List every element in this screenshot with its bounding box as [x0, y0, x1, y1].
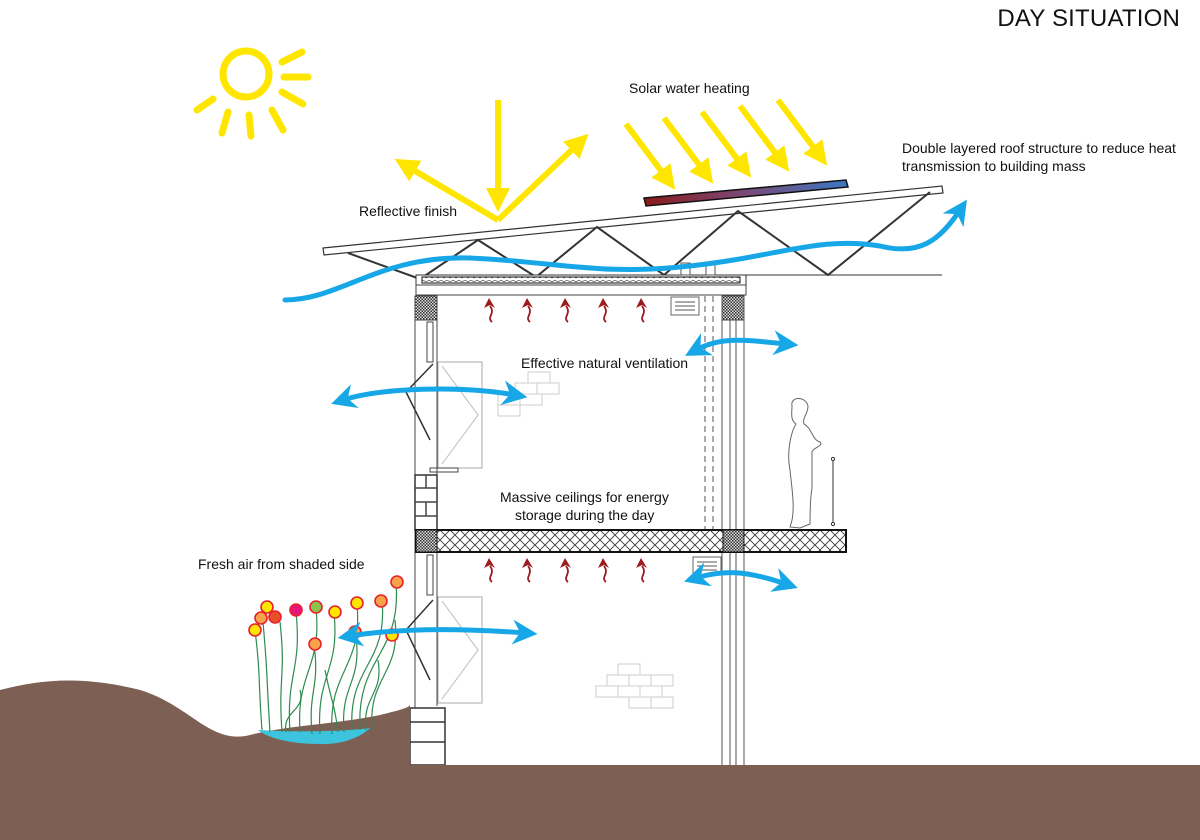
page-title: DAY SITUATION: [997, 5, 1180, 32]
flower-icon: [309, 600, 323, 614]
flower-icon: [254, 611, 268, 625]
flower-icon: [350, 596, 364, 610]
label-fresh-air: Fresh air from shaded side: [198, 556, 365, 572]
plant-stem: [359, 581, 398, 731]
reflection-rays: [394, 100, 589, 223]
label-double-roof-line1: Double layered roof structure to reduce …: [902, 140, 1176, 156]
heat-rising-arrow-icon: [522, 558, 533, 583]
solar-water-heater-panel: [643, 179, 849, 207]
sun-icon: [193, 47, 312, 140]
ground: [0, 680, 1200, 840]
flower-icon: [390, 575, 404, 589]
plant-stem: [254, 629, 263, 731]
flower-icon: [248, 623, 262, 637]
plant-stem: [279, 621, 283, 733]
label-massive-ceilings-line1: Massive ceilings for energy: [500, 489, 669, 505]
flower-icon: [328, 605, 342, 619]
solar-rays: [623, 98, 828, 190]
person-silhouette-icon: [788, 398, 836, 529]
heat-rising-arrow-icon: [598, 558, 609, 583]
air-flow-arrows: [282, 199, 967, 647]
plant-stem: [318, 611, 336, 735]
plant-stem: [288, 611, 298, 733]
heat-rising-arrow-icon: [522, 298, 533, 323]
water-pond: [258, 728, 370, 745]
heat-rising-arrow-icon: [484, 558, 495, 583]
flower-icon: [268, 610, 282, 624]
label-double-roof-line2: transmission to building mass: [902, 158, 1086, 174]
plant-stem: [324, 669, 339, 733]
flower-icon: [260, 600, 274, 614]
label-solar-water-heating: Solar water heating: [629, 80, 750, 96]
plant-stem: [342, 635, 358, 733]
plant-stem: [285, 689, 302, 733]
massive-ceiling-slab: [415, 529, 847, 553]
plant-stem: [364, 659, 380, 731]
label-natural-ventilation: Effective natural ventilation: [521, 355, 689, 371]
heat-rising-arrow-icon: [560, 298, 571, 323]
label-massive-ceilings-line2: storage during the day: [515, 507, 655, 523]
label-reflective-finish: Reflective finish: [359, 203, 458, 219]
heat-rising-arrow-icon: [484, 298, 495, 323]
plant-stem: [261, 611, 271, 733]
heat-rising-arrow-icon: [636, 558, 647, 583]
flower-icon: [374, 594, 388, 608]
flower-icon: [308, 637, 322, 651]
heat-rising-arrow-icon: [598, 298, 609, 323]
heat-rising-arrow-icon: [560, 558, 571, 583]
plant-stem: [310, 643, 317, 735]
heat-arrows: [484, 298, 647, 583]
heat-rising-arrow-icon: [636, 298, 647, 323]
flowering-plants: [248, 575, 404, 735]
plant-stem: [298, 607, 318, 733]
roof-structure: [322, 185, 944, 296]
flower-icon: [289, 603, 303, 617]
